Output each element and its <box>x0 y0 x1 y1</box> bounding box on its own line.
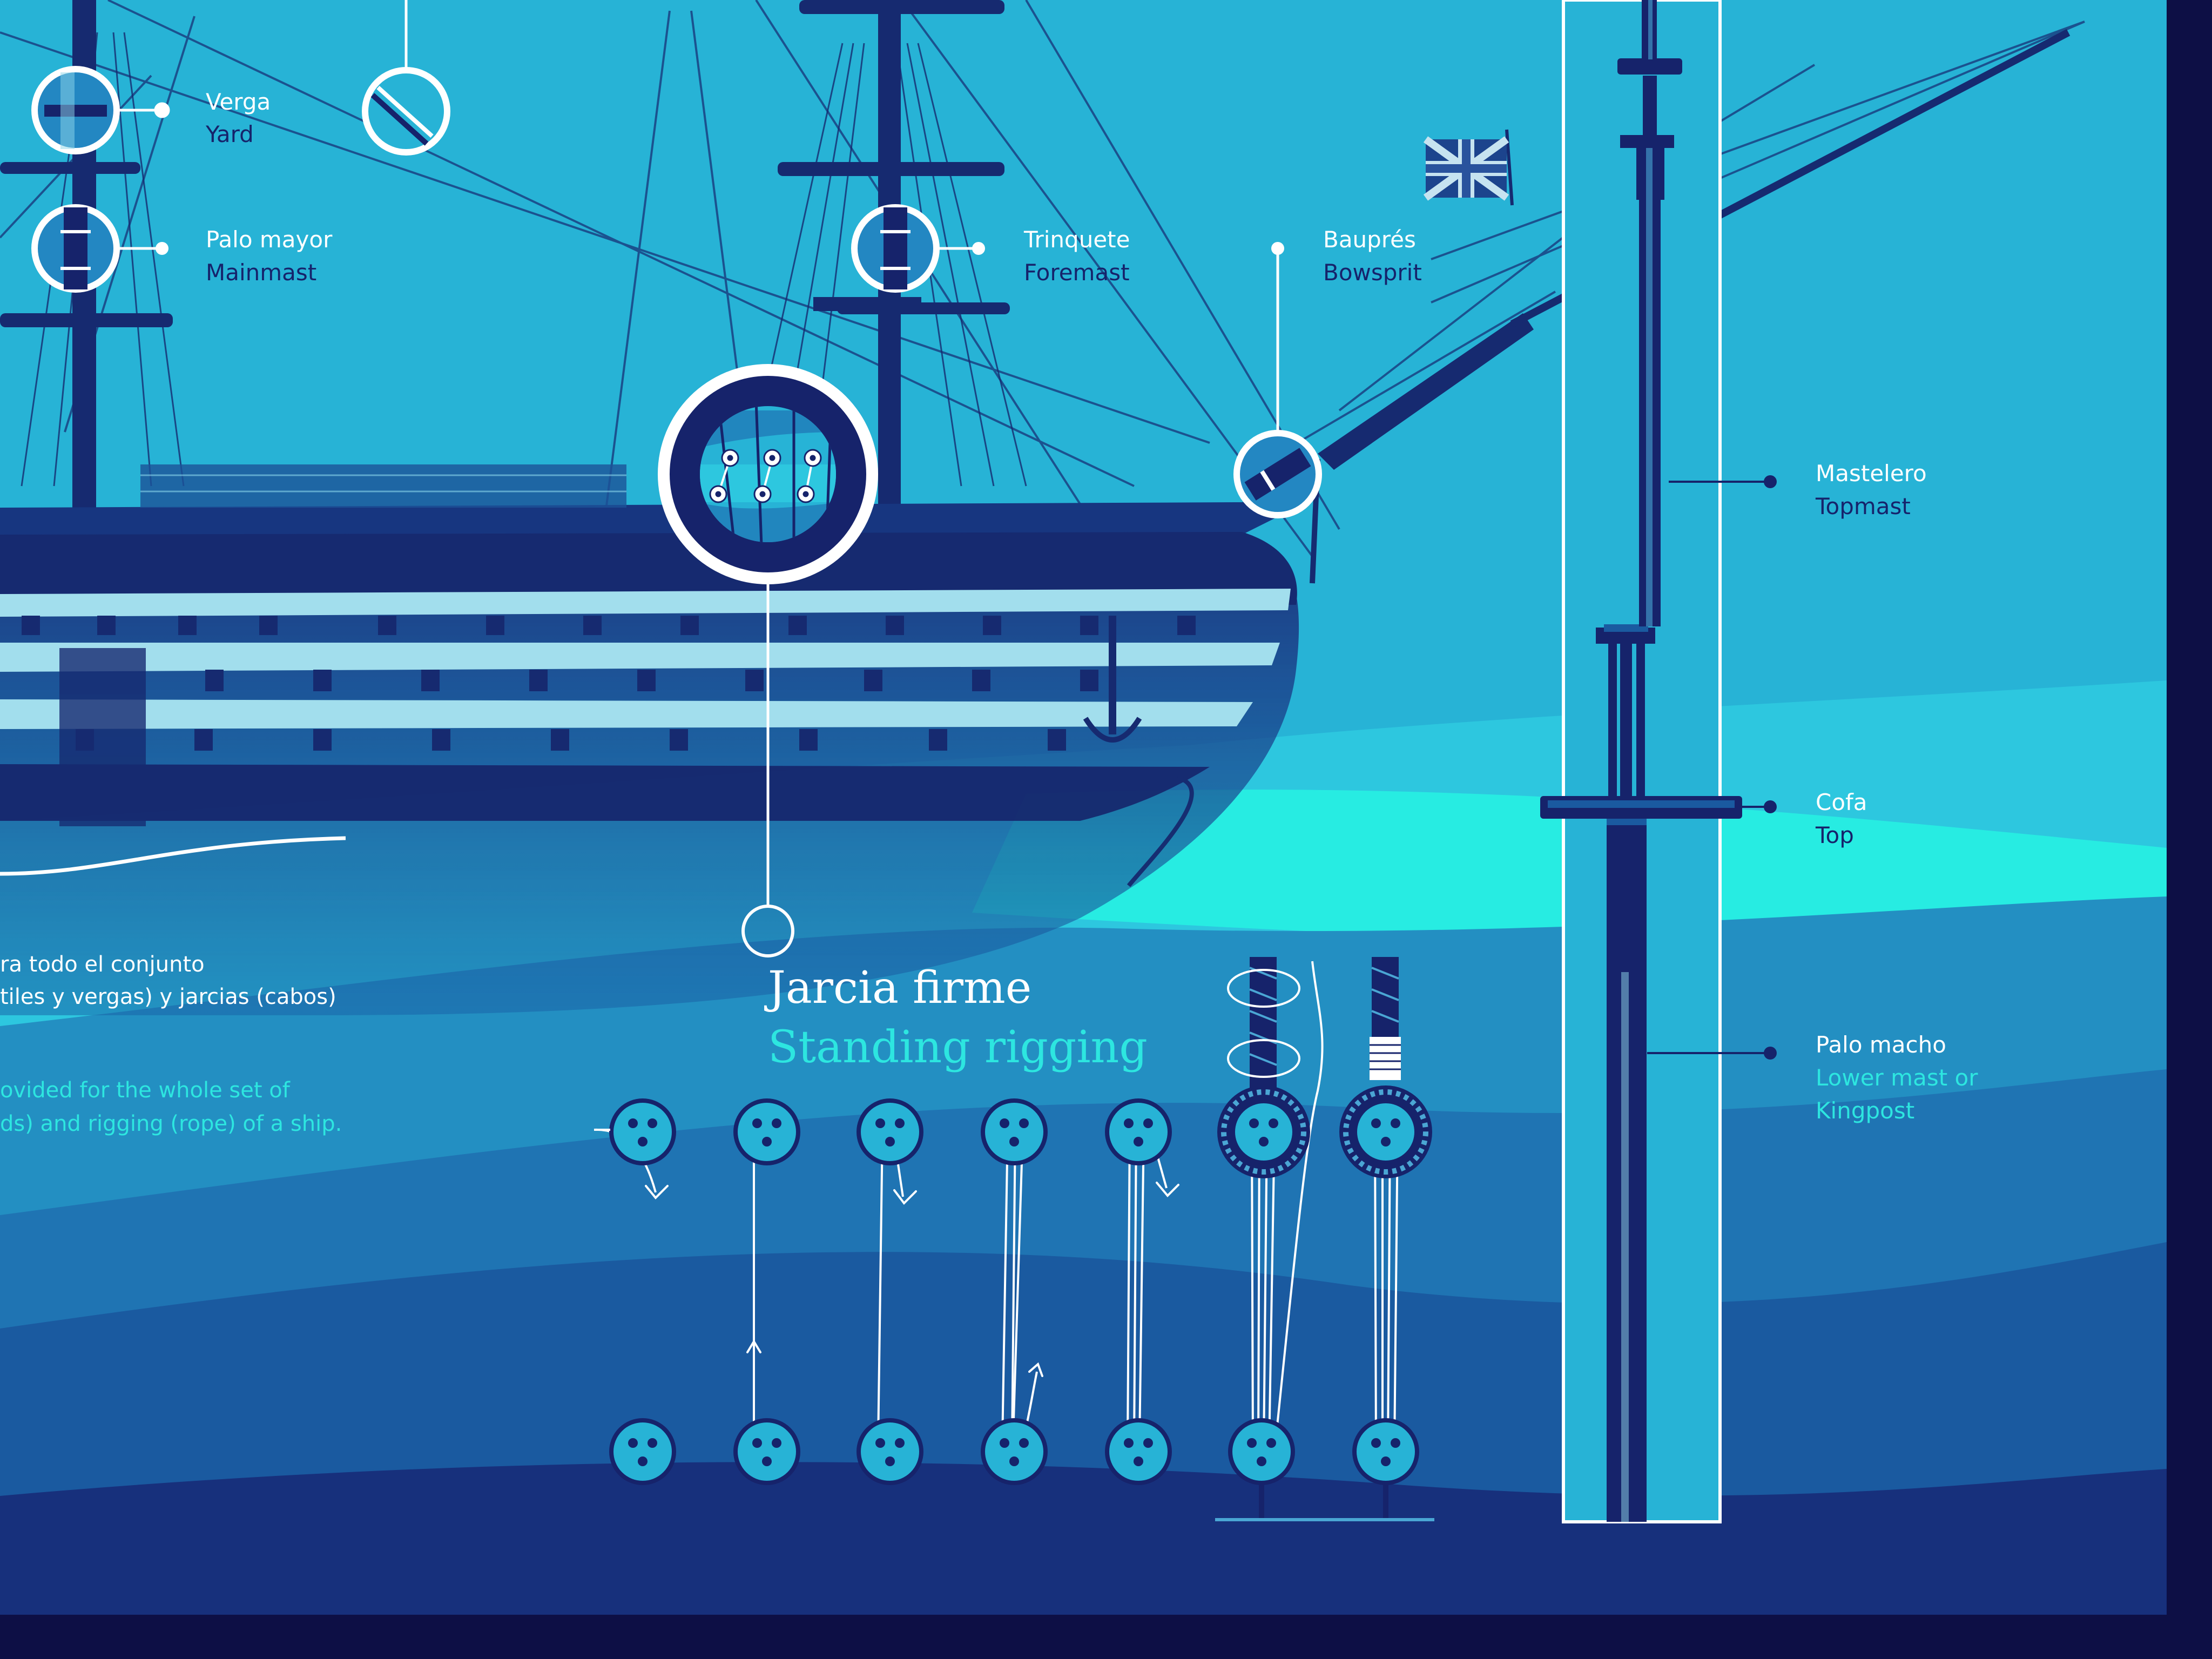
ship-illustration <box>0 0 2085 1015</box>
seized-deadeye-1 <box>1217 957 1310 1178</box>
foremast-label-en: Foremast <box>1024 259 1130 286</box>
bowsprit-icon <box>1244 448 1311 501</box>
rigging-block-icon <box>709 449 822 503</box>
yard-detail-callout <box>362 0 450 156</box>
yard-icon <box>31 66 120 154</box>
foremast-callout-connector <box>938 242 985 255</box>
lower-mast-label-en-2: Kingpost <box>1816 1097 1915 1124</box>
mainmast-label-es: Palo mayor <box>206 226 333 253</box>
bowsprit-label-en: Bowsprit <box>1323 259 1422 286</box>
intro-text-es-1: ra todo el conjunto <box>0 952 205 977</box>
union-jack-flag-icon <box>1423 136 1509 201</box>
intro-text-es-2: tiles y vergas) y jarcias (cabos) <box>0 984 336 1009</box>
intro-text-en-1: ovided for the whole set of <box>0 1078 290 1103</box>
bowsprit-label-es: Bauprés <box>1323 226 1416 253</box>
yard-label-es: Verga <box>206 89 271 115</box>
intro-text-en-2: ds) and rigging (rope) of a ship. <box>0 1111 342 1136</box>
lower-mast-label-en-1: Lower mast or <box>1816 1064 1978 1091</box>
topmast-label-es: Mastelero <box>1816 460 1927 487</box>
decorative-wave-line <box>0 836 346 876</box>
topmast-label-en: Topmast <box>1816 493 1911 520</box>
rigging-title-es: Jarcia firme <box>768 962 1032 1014</box>
mast-icon <box>31 204 120 293</box>
frame-right <box>2167 0 2212 1659</box>
foremast-icon <box>851 204 940 293</box>
top-label-en: Top <box>1816 822 1854 848</box>
rigging-steps <box>594 957 1434 1521</box>
mainmast-callout-connector <box>117 242 168 255</box>
foremast-label-es: Trinquete <box>1024 226 1130 253</box>
seized-deadeye-2 <box>1339 957 1432 1178</box>
top-label-es: Cofa <box>1816 789 1867 815</box>
lower-mast-label-es: Palo macho <box>1816 1031 1946 1058</box>
yard-label-en: Yard <box>206 121 254 147</box>
mast-diagram <box>1540 0 1777 1523</box>
rigging-title-en: Standing rigging <box>768 1022 1148 1073</box>
rigging-zoom-callout <box>658 364 878 957</box>
yard-callout-connector <box>117 102 170 118</box>
mainmast-label-en: Mainmast <box>206 259 317 286</box>
frame-bottom <box>0 1615 2212 1659</box>
deadeye-icon <box>609 1098 1172 1165</box>
